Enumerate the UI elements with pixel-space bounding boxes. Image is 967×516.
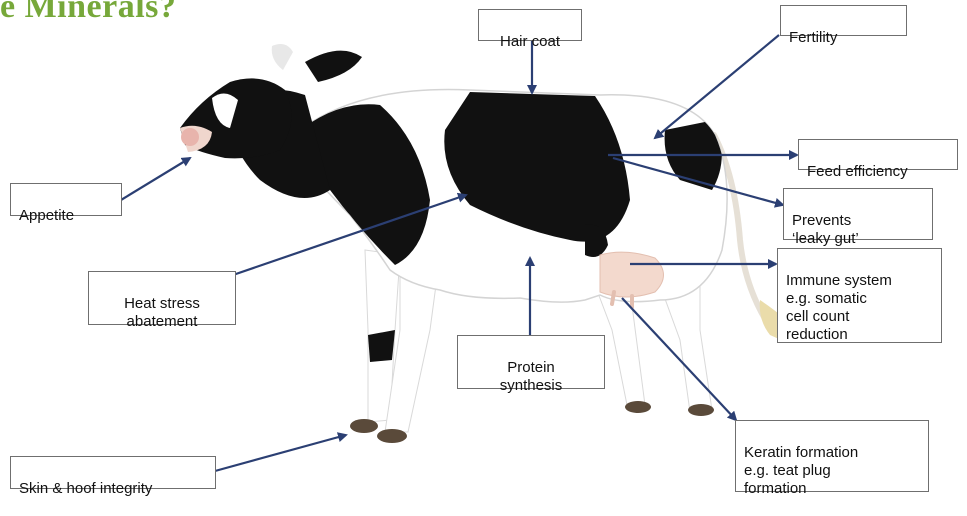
cow-hoof xyxy=(377,429,407,443)
label-text: Appetite xyxy=(19,207,113,225)
label-feed-efficiency: Feed efficiency xyxy=(798,139,958,170)
label-hair-coat: Hair coat xyxy=(478,9,582,41)
cow-hoof xyxy=(350,419,378,433)
label-heat-stress: Heat stress abatement xyxy=(88,271,236,325)
cow-nose xyxy=(181,128,199,146)
label-text: Protein synthesis xyxy=(466,359,596,395)
cow-hoof xyxy=(625,401,651,413)
label-text: Immune system e.g. somatic cell count re… xyxy=(786,272,933,344)
label-text: Keratin formation e.g. teat plug formati… xyxy=(744,444,920,498)
label-leaky-gut: Prevents ‘leaky gut’ xyxy=(783,188,933,240)
label-text: Fertility xyxy=(789,29,898,47)
label-immune-system: Immune system e.g. somatic cell count re… xyxy=(777,248,942,343)
label-text: Prevents ‘leaky gut’ xyxy=(792,212,924,248)
cow-udder xyxy=(600,252,664,297)
arrow-fertility xyxy=(655,35,779,138)
label-keratin-formation: Keratin formation e.g. teat plug formati… xyxy=(735,420,929,492)
cow-ear xyxy=(272,44,293,70)
arrow-skin-hoof xyxy=(215,435,346,471)
label-text: Heat stress abatement xyxy=(97,295,227,331)
label-protein-synthesis: Protein synthesis xyxy=(457,335,605,389)
label-text: Feed efficiency xyxy=(807,163,949,181)
cow-ear xyxy=(305,51,362,82)
label-fertility: Fertility xyxy=(780,5,907,36)
arrow-appetite xyxy=(121,158,190,200)
cow-hoof xyxy=(688,404,714,416)
label-text: Skin & hoof integrity xyxy=(19,480,207,498)
label-appetite: Appetite xyxy=(10,183,122,216)
label-text: Hair coat xyxy=(487,33,573,51)
label-skin-hoof: Skin & hoof integrity xyxy=(10,456,216,489)
